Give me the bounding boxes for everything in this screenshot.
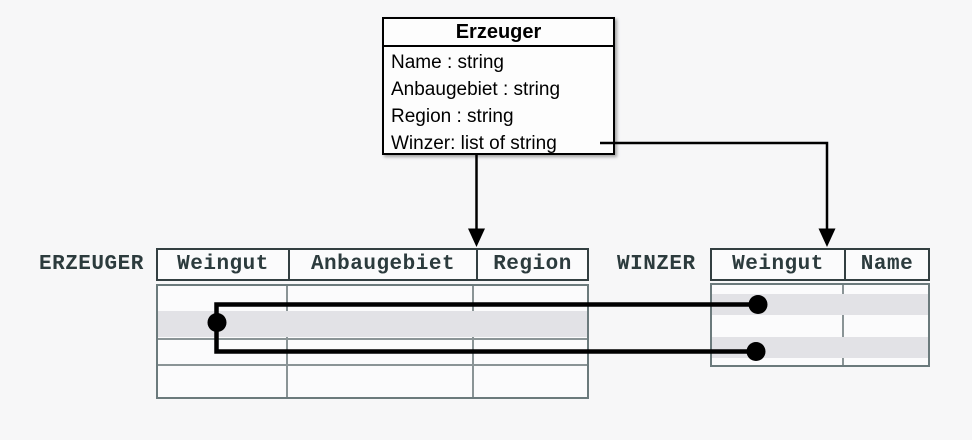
- class-attribute-winzer: Winzer: list of string: [391, 133, 557, 154]
- erzeuger-header-cell-weingut: Weingut: [177, 253, 269, 276]
- erzeuger-table-body: [156, 284, 589, 399]
- erzeuger-table-label: ERZEUGER: [39, 253, 144, 276]
- winzer-header-cell-name: Name: [844, 250, 928, 279]
- arrowhead-icon: [818, 228, 836, 247]
- erzeuger-header-cell-anbaugebiet: Anbaugebiet: [288, 250, 476, 279]
- erzeuger-header-row: Weingut Anbaugebiet Region: [156, 248, 589, 281]
- class-box-erzeuger: Erzeuger Name : string Anbaugebiet : str…: [382, 17, 615, 155]
- winzer-header-row: Weingut Name: [710, 248, 930, 281]
- arrow-class-to-erzeuger-table: [468, 155, 485, 247]
- class-attribute-region: Region : string: [391, 106, 514, 127]
- highlighted-row: [158, 311, 587, 337]
- row-divider: [158, 338, 587, 340]
- arrow-winzer-attribute-to-winzer-table: [600, 141, 836, 247]
- winzer-table-label: WINZER: [617, 253, 696, 276]
- class-attribute-anbaugebiet: Anbaugebiet : string: [391, 79, 561, 100]
- highlighted-row: [712, 337, 928, 358]
- column-divider: [472, 286, 474, 397]
- column-divider: [842, 285, 844, 365]
- arrowhead-icon: [468, 228, 485, 247]
- class-attribute-name: Name : string: [391, 52, 504, 73]
- row-divider: [158, 364, 587, 366]
- class-attribute-list: Name : string Anbaugebiet : string Regio…: [384, 47, 613, 157]
- winzer-table-body: [710, 283, 930, 367]
- winzer-header-cell-weingut: Weingut: [732, 253, 824, 276]
- column-divider: [286, 286, 288, 397]
- erzeuger-header-cell-region: Region: [476, 250, 587, 279]
- highlighted-row: [712, 294, 928, 315]
- class-title: Erzeuger: [384, 19, 613, 47]
